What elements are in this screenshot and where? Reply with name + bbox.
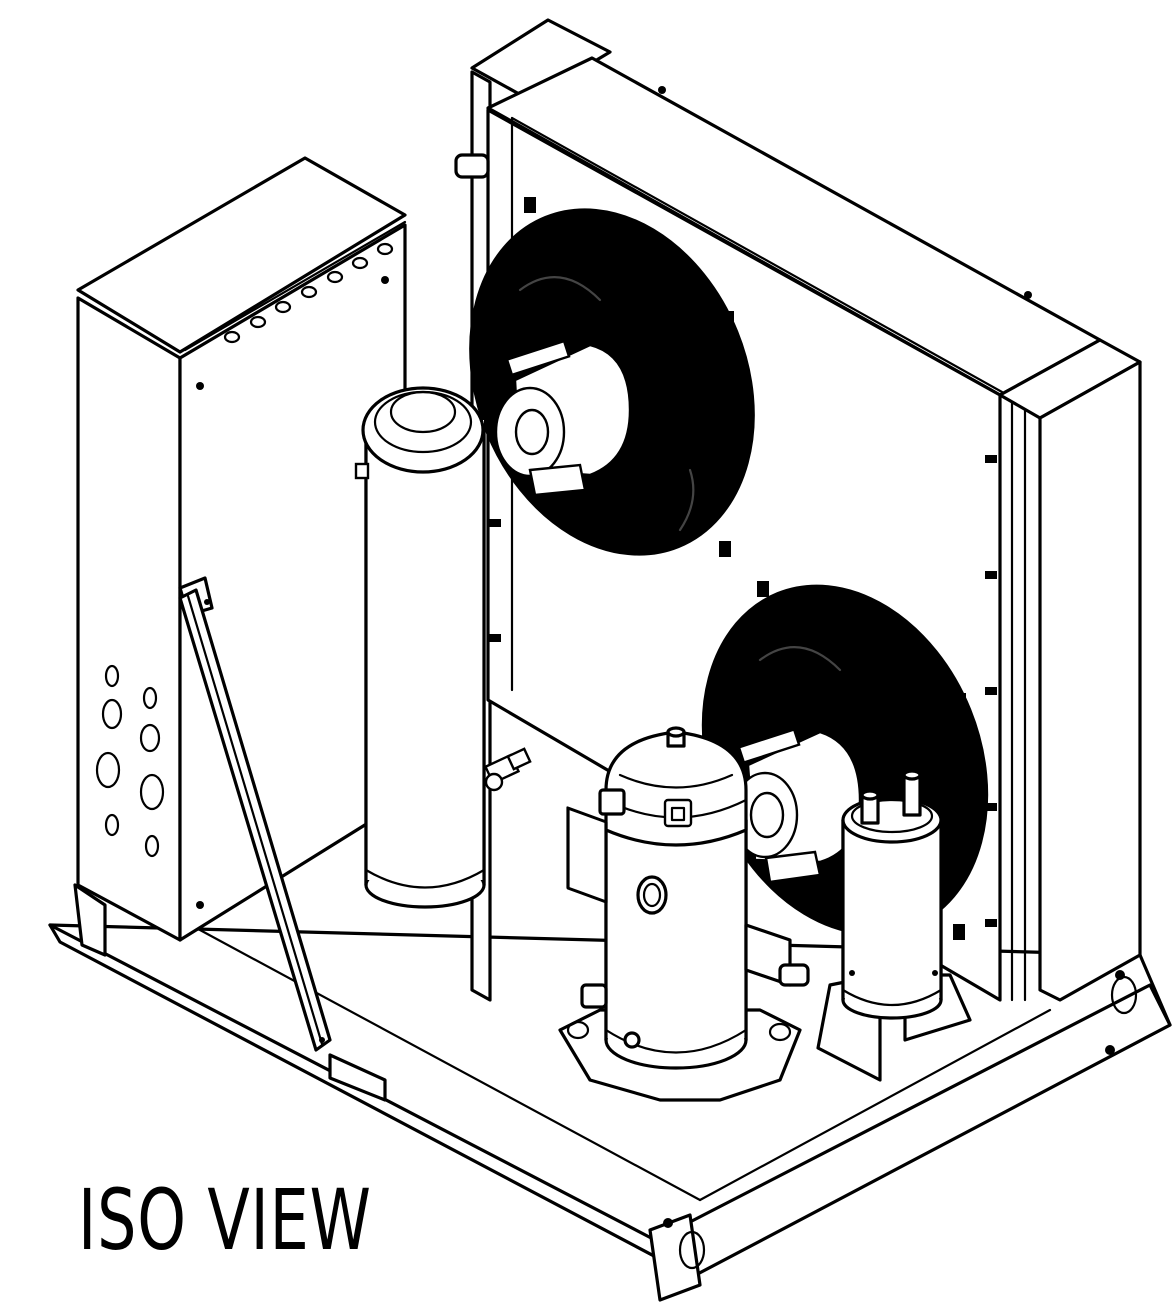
sight-glass: [636, 875, 668, 915]
upper-fan: [469, 197, 755, 557]
liquid-receiver: [354, 386, 532, 909]
knockout-holes-side: [95, 664, 165, 858]
compressor-terminal-box: [744, 923, 810, 987]
scroll-compressor: [558, 726, 810, 1102]
suction-accumulator: [816, 769, 972, 1082]
view-label: ISO VIEW: [78, 1171, 372, 1269]
knockout-holes-top: [223, 242, 394, 344]
diagonal-brace: [178, 576, 332, 1052]
control-box: [76, 156, 407, 942]
receiver-valve: [483, 747, 532, 792]
